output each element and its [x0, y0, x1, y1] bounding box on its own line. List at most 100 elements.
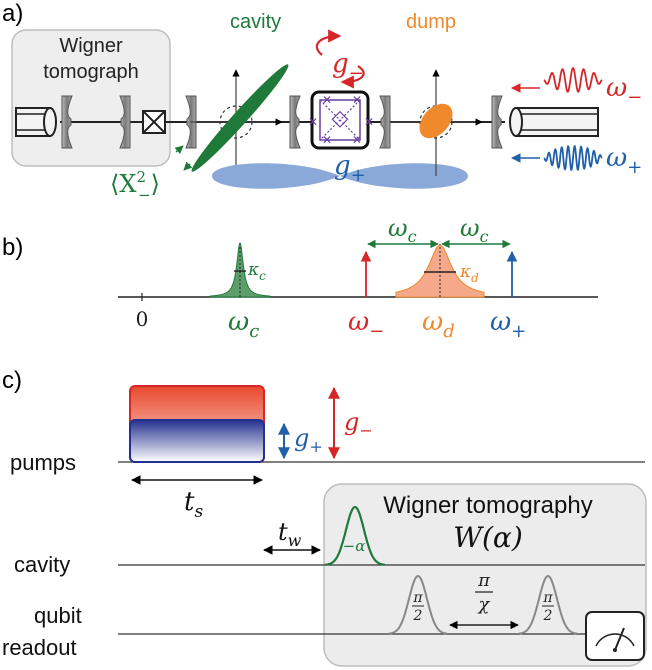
svg-text:✕: ✕ [364, 115, 374, 129]
svg-text:g−: g− [332, 49, 364, 84]
cavity-label: cavity [230, 11, 281, 33]
squeeze-sub: − [138, 186, 151, 204]
svg-text:◇: ◇ [332, 105, 349, 130]
g-minus-c: g [344, 408, 359, 436]
svg-text:g+: g+ [334, 151, 366, 186]
omega-c-axis: ω [228, 307, 249, 337]
svg-text:✕: ✕ [352, 133, 362, 147]
t-w: t [278, 518, 288, 546]
span-right-omega: ω [460, 214, 480, 242]
pi-half-pulse-1 [389, 574, 447, 635]
left-coax [15, 107, 57, 137]
omega-minus-symbol: ω [606, 73, 627, 103]
g-plus-sub: + [351, 165, 366, 186]
span-left-sub: c [408, 227, 417, 246]
svg-text:ω+: ω+ [490, 307, 526, 342]
coupling-element-icon: ◇ ✕ ✕ ✕ ✕ ✕ ✕ [308, 90, 374, 150]
svg-text:ω+: ω+ [606, 143, 642, 178]
t-s: t [184, 487, 195, 517]
squeezing-label: ⟨X2−⟩ [110, 145, 193, 204]
squeezed-state [191, 64, 289, 172]
g-plus-symbol: g [334, 151, 351, 181]
svg-text:✕: ✕ [308, 115, 318, 129]
omega-minus-b-sub: − [369, 321, 384, 342]
panel-b-label: b) [2, 234, 23, 261]
kappa-d-sub: d [471, 271, 479, 285]
pi-half-pulse-2 [519, 574, 577, 635]
wigner-tomography-title: Wigner tomography [383, 492, 592, 519]
svg-text:⟨X2−⟩: ⟨X2−⟩ [110, 168, 160, 204]
t-w-sub: w [288, 531, 302, 550]
pi-half-1-den: 2 [413, 608, 423, 624]
row-pumps: pumps [10, 450, 76, 475]
pump-waves: ω− ω+ [511, 66, 642, 178]
panel-a: a) Wigner tomograph cavity dump [2, 0, 642, 204]
cavity-phase-space [190, 64, 289, 176]
zero-tick: 0 [136, 307, 149, 331]
svg-text:✕: ✕ [322, 133, 332, 147]
mirror-2 [119, 95, 131, 149]
panel-a-label: a) [2, 0, 23, 27]
kappa-c-sub: c [259, 269, 266, 283]
row-readout: readout [2, 635, 77, 660]
omega-plus-b-sub: + [511, 321, 526, 342]
svg-text:ω−: ω− [606, 73, 642, 108]
mirror-5 [379, 95, 391, 149]
squeeze-close: ⟩ [151, 170, 160, 198]
wigner-tomography-box [323, 483, 647, 667]
g-minus-symbol: g [332, 49, 349, 79]
pi-half-1-num: π [412, 590, 423, 606]
omega-d-sub: d [443, 321, 455, 342]
panel-b: b) 0 κc ωc ω− κd ωd ω+ ωc ωc [2, 214, 598, 342]
g-minus-coupling: g− [315, 29, 365, 89]
row-qubit: qubit [34, 603, 82, 628]
circulator-icon [142, 110, 166, 134]
pump-plus-pulse [129, 419, 265, 463]
svg-text:κd: κd [459, 262, 479, 285]
kappa-c: κ [247, 260, 259, 280]
svg-text:ωc: ωc [228, 307, 259, 342]
dump-phase-space [390, 69, 483, 176]
mirrors [61, 95, 503, 149]
mirror-6 [491, 95, 503, 149]
cavity-lorentzian [209, 242, 271, 298]
dump-state [419, 103, 453, 139]
svg-text:✕: ✕ [352, 93, 362, 107]
displacement-label: −α [343, 537, 366, 555]
svg-text:g+: g+ [294, 424, 323, 456]
g-plus-c: g [294, 424, 309, 452]
omega-plus-b: ω [490, 307, 511, 337]
wigner-box-line2: tomograph [43, 61, 139, 83]
svg-text:κc: κc [247, 260, 266, 283]
panel-c: c) Wigner tomography W(α) pumps cavity q… [2, 367, 647, 667]
svg-text:tw: tw [278, 518, 302, 550]
span-left-omega: ω [388, 214, 408, 242]
svg-text:ωd: ωd [422, 307, 455, 342]
pi-half-2-num: π [542, 590, 553, 606]
svg-text:ωc: ωc [388, 214, 417, 246]
mirror-1 [61, 95, 73, 149]
omega-plus-sub: + [627, 157, 642, 178]
svg-text:ω−: ω− [348, 307, 384, 342]
kappa-d: κ [459, 262, 471, 282]
g-minus-c-sub: − [359, 421, 372, 440]
svg-text:✕: ✕ [322, 93, 332, 107]
g-plus-lobes: g+ [212, 151, 468, 189]
row-cavity: cavity [14, 552, 70, 577]
wigner-box-line1: Wigner [59, 35, 123, 57]
panel-c-label: c) [2, 367, 22, 394]
omega-c-axis-sub: c [249, 321, 259, 342]
displacement-pulse [324, 505, 386, 566]
t-s-sub: s [194, 502, 203, 522]
right-coax [509, 107, 599, 137]
g-plus-c-sub: + [309, 437, 322, 456]
pi-half-2-den: 2 [543, 608, 553, 624]
omega-plus-symbol: ω [606, 143, 627, 173]
squeeze-sup: 2 [136, 168, 146, 186]
omega-minus-sub: − [627, 87, 642, 108]
svg-text:g−: g− [344, 408, 373, 440]
wigner-function: W(α) [453, 521, 523, 554]
g-minus-sub: − [349, 63, 364, 84]
dump-label: dump [406, 11, 456, 33]
svg-text:ωc: ωc [460, 214, 489, 246]
